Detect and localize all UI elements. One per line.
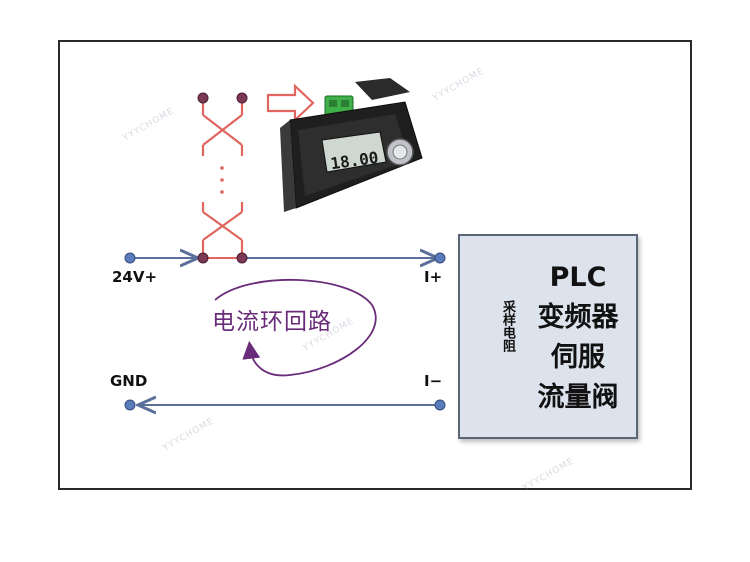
i-plus-node [434,252,446,264]
plc-line-1: PLC [549,262,607,293]
i-minus-node [434,399,446,411]
jumper-wires [201,98,244,256]
plc-device-box [458,234,638,439]
i-minus-label: I− [424,372,443,390]
hollow-arrow-icon [266,83,315,123]
gnd-label: GND [110,372,148,390]
plc-line-4: 流量阀 [537,382,619,413]
jumper-bottom-right-node [236,252,248,264]
current-loop-arrow [214,279,377,377]
jumper-top-right-node [236,92,248,104]
jumper-top-left-node [197,92,209,104]
jumper-ellipsis [220,166,224,194]
sampling-resistor-label: 采样电阻 [500,300,515,352]
gnd-node [124,399,136,411]
supply-pos-node [124,252,136,264]
diagram-frame [58,40,692,490]
current-loop-label: 电流环回路 [212,309,332,335]
supply-pos-label: 24V+ [112,268,158,286]
jumper-bottom-left-node [197,252,209,264]
device-image: 18.00 [280,78,423,212]
plc-line-3: 伺服 [551,342,605,373]
plc-line-2: 变频器 [537,302,619,333]
i-plus-label: I+ [424,268,443,286]
plc-device-labels: PLC 变频器 伺服 流量阀 [520,258,636,418]
